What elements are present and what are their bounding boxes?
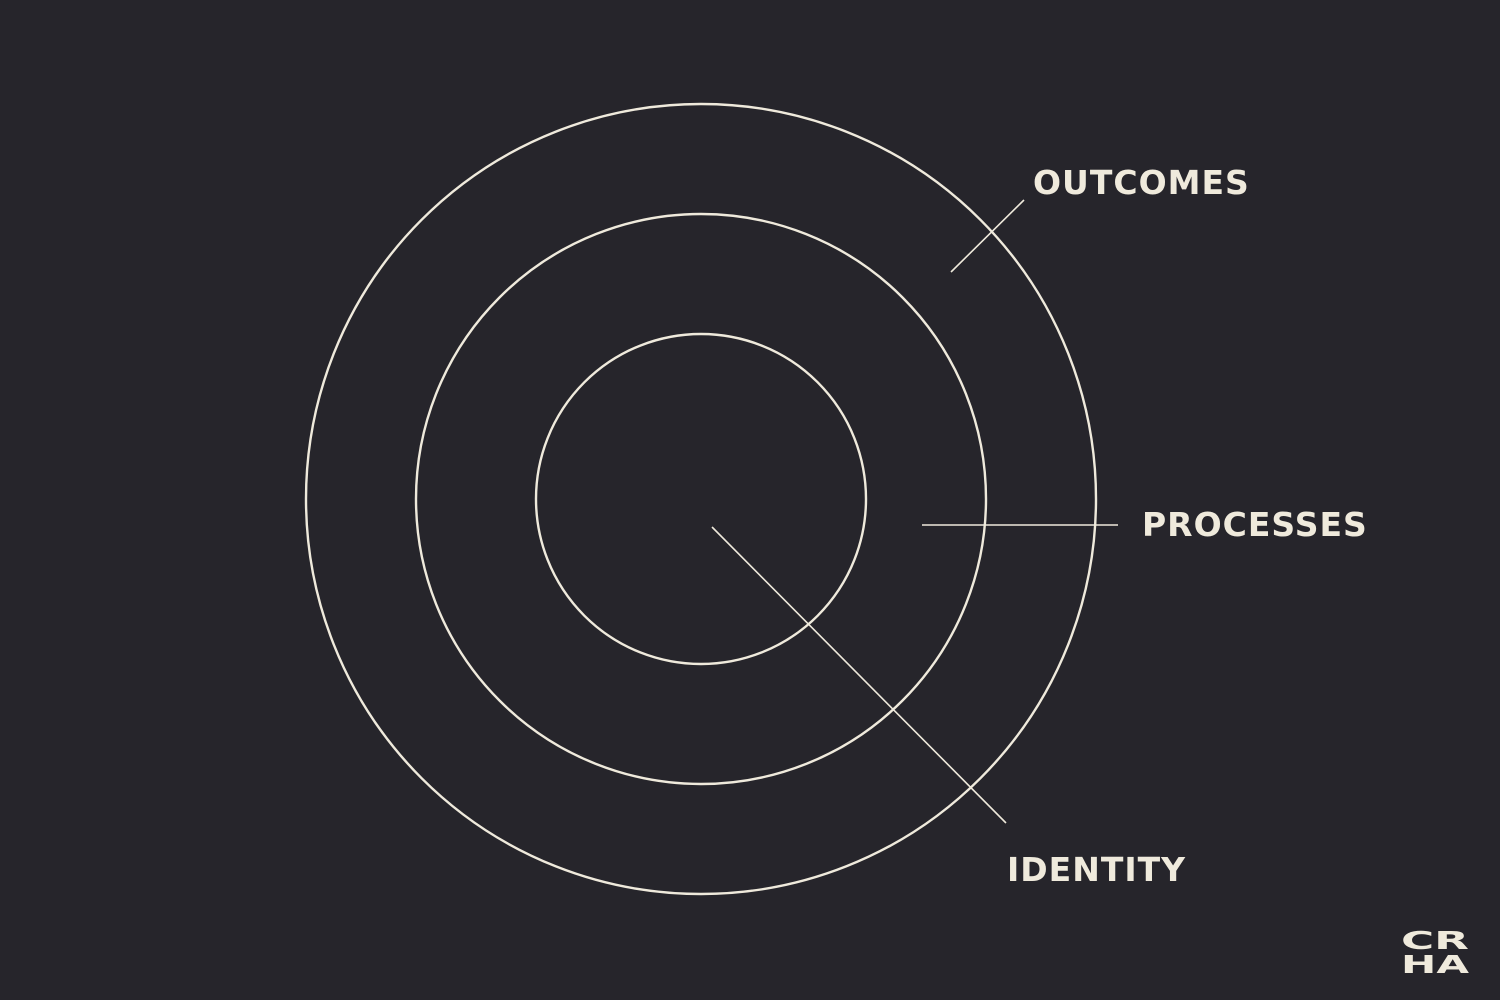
- identity-leader-line: [711, 526, 1007, 824]
- outer-ring-outcomes: [304, 102, 1098, 896]
- processes-label: PROCESSES: [1142, 505, 1368, 544]
- middle-ring-processes: [414, 212, 988, 786]
- identity-label: IDENTITY: [1007, 850, 1187, 889]
- crha-logo: CR HA: [1401, 928, 1470, 974]
- logo-line-1: CR: [1401, 928, 1469, 955]
- outcomes-label: OUTCOMES: [1033, 163, 1250, 202]
- inner-ring-identity: [534, 332, 868, 666]
- outcomes-leader-line: [950, 199, 1025, 273]
- logo-line-2: HA: [1401, 950, 1470, 974]
